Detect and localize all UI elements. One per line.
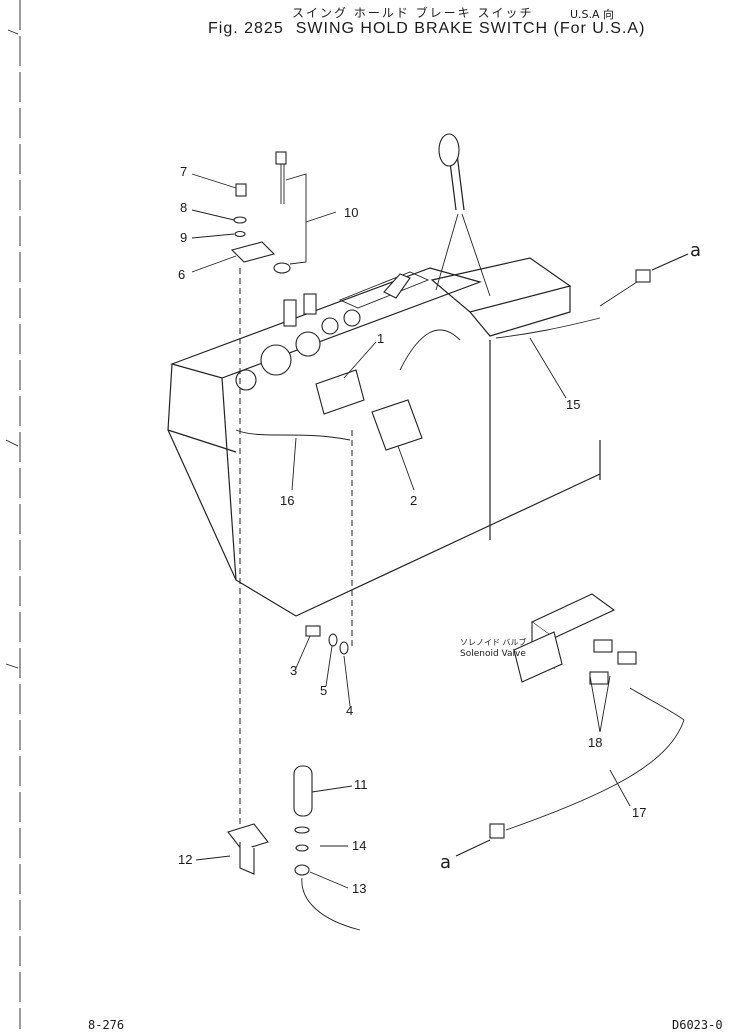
title-japanese: スイング ホールド ブレーキ スイッチ: [292, 6, 534, 20]
callout-4: 4: [346, 703, 354, 718]
callout-18: 18: [588, 735, 603, 750]
figure-title: Fig. 2825 SWING HOLD BRAKE SWITCH (For U.…: [208, 20, 657, 38]
control-lever: [430, 133, 572, 337]
operator-console: [167, 267, 601, 617]
figure-title-english: SWING HOLD BRAKE SWITCH (For U.S.A): [295, 20, 646, 37]
figure-number: Fig. 2825: [208, 20, 284, 37]
bolt-and-washers: [305, 430, 353, 655]
region-label: U.S.A 向: [570, 8, 615, 21]
callout-7: 7: [180, 164, 188, 179]
top-switch-assembly: [230, 151, 307, 840]
callout-9: 9: [180, 230, 188, 245]
lower-switch-assembly: [227, 765, 361, 931]
callout-2: 2: [410, 493, 418, 508]
connection-marker-top: a: [690, 240, 702, 261]
drawing-number: D6023-0: [672, 1018, 723, 1032]
callout-10: 10: [344, 205, 359, 220]
callout-1: 1: [377, 331, 385, 346]
solenoid-valve-label: Solenoid Valve: [460, 649, 526, 659]
relay-and-terminal: [235, 269, 651, 451]
page-number: 8-276: [88, 1018, 125, 1032]
binding-margin: [5, 0, 21, 1029]
callout-12: 12: [178, 852, 193, 867]
callout-11: 11: [354, 777, 368, 792]
callout-17: 17: [632, 805, 647, 820]
solenoid-valve-label-japanese: ソレノイド バルブ: [460, 638, 527, 647]
callout-16: 16: [280, 493, 295, 508]
callout-5: 5: [320, 683, 328, 698]
callout-6: 6: [178, 267, 186, 282]
callout-8: 8: [180, 200, 188, 215]
callout-13: 13: [352, 881, 367, 896]
solenoid-valve: [513, 593, 637, 685]
callout-14: 14: [352, 838, 367, 853]
wiring-harness: [455, 687, 685, 857]
callout-15: 15: [566, 397, 581, 412]
connection-marker-bottom: a: [440, 852, 452, 873]
callout-3: 3: [290, 663, 298, 678]
leader-lines: [191, 173, 689, 889]
